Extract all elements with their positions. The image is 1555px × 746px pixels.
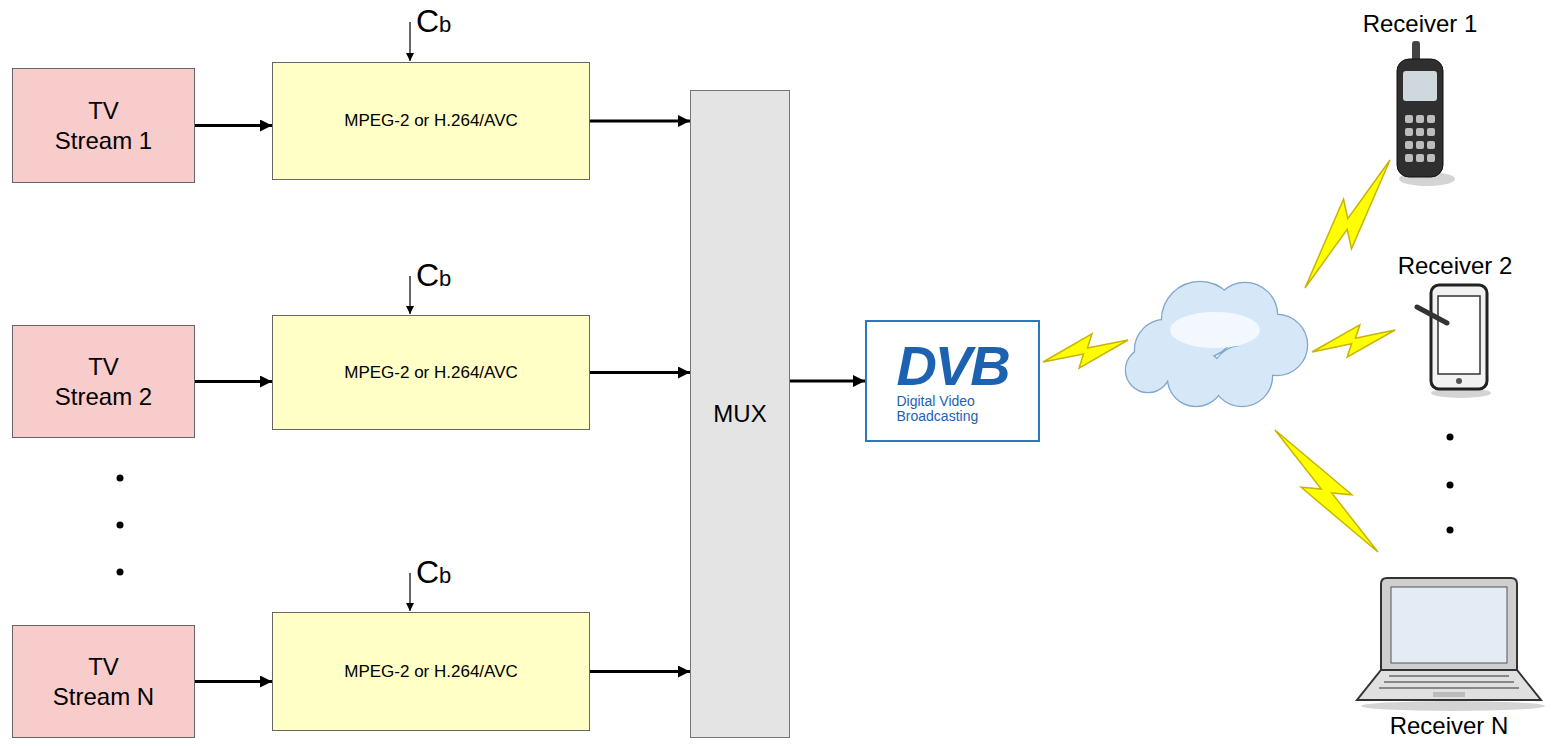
node-text: Receiver 2 [1398,252,1513,281]
node-text: Receiver N [1390,712,1509,741]
phone-key [1405,154,1413,162]
node-text: Receiver 1 [1363,10,1478,39]
shadow [1361,701,1545,711]
ellipsis-dot [1447,527,1454,534]
mux-box: MUX [690,90,790,738]
phone-icon [1385,39,1455,189]
control-arrow [409,22,410,61]
flow-arrow [195,380,272,383]
lightning-bolt [1312,325,1395,357]
ellipsis-dot [1447,434,1454,441]
phone-key [1427,128,1435,136]
node-text: DVB [896,338,1008,394]
cloud-part [1168,350,1224,406]
control-arrow [409,573,410,611]
laptop-lid [1381,578,1517,670]
phone-screen [1403,71,1437,101]
ellipsis-dot [117,522,124,529]
laptop-screen [1391,587,1507,663]
control-label: Cb [416,256,451,294]
cloud-part [1126,348,1170,392]
phone-key [1405,141,1413,149]
node-text: MUX [713,400,766,428]
flow-arrow [195,124,272,127]
phone-key [1405,115,1413,123]
cloud [1126,282,1307,406]
tablet-icon [1413,281,1497,399]
ellipsis-dot [117,569,124,576]
node-text: MPEG-2 or H.264/AVC [344,662,518,682]
cloud-highlight [1170,312,1260,348]
ellipsis-dot [117,475,124,482]
encoder-box: MPEG-2 or H.264/AVC [272,612,590,731]
stylus [1417,307,1447,323]
tablet-screen [1438,296,1480,374]
node-text: MPEG-2 or H.264/AVC [344,363,518,383]
cloud-part [1126,348,1170,392]
laptop-icon [1353,572,1545,712]
cloud-part [1168,350,1224,406]
touchpad [1433,692,1465,697]
phone-key [1427,141,1435,149]
tablet-button [1456,378,1462,384]
laptop-base [1357,670,1541,700]
phone-key [1416,115,1424,123]
stream-box: TV Stream 2 [12,325,195,438]
lightning-bolt [1275,430,1378,552]
flow-arrow [590,371,690,374]
receiver-tablet: Receiver 2 [1360,252,1550,407]
phone-key [1427,154,1435,162]
lightning-bolts [1043,160,1395,552]
lightning-bolt [1043,334,1128,368]
node-text: TV Stream N [50,652,158,712]
flow-arrow [590,120,690,123]
receiver-phone: Receiver 1 [1320,10,1520,198]
control-label: Cb [416,553,451,591]
node-subtext: Digital Video Broadcasting [897,394,1009,425]
phone-key [1416,141,1424,149]
ellipsis-dot [1447,482,1454,489]
phone-body [1397,59,1443,177]
flow-arrow [195,680,272,683]
phone-key [1416,154,1424,162]
flow-arrow [590,670,690,673]
node-text: TV Stream 1 [50,96,158,156]
encoder-box: MPEG-2 or H.264/AVC [272,315,590,430]
stream-box: TV Stream 1 [12,68,195,183]
keyboard-row [1389,675,1509,677]
dvb-logo: DVBDigital Video Broadcasting [865,320,1040,442]
stream-box: TV Stream N [12,625,195,738]
phone-key [1416,128,1424,136]
keyboard-row [1384,681,1514,683]
tablet-body [1431,285,1487,389]
control-label: Cb [416,2,451,40]
receiver-laptop: Receiver N [1345,558,1553,741]
node-text: TV Stream 2 [50,352,158,412]
phone-key [1427,115,1435,123]
phone-key [1405,128,1413,136]
encoder-box: MPEG-2 or H.264/AVC [272,62,590,180]
keyboard-row [1379,687,1519,689]
control-arrow [409,276,410,314]
node-text: MPEG-2 or H.264/AVC [344,111,518,131]
flow-arrow [790,380,865,383]
lightning-bolt [1305,160,1390,288]
